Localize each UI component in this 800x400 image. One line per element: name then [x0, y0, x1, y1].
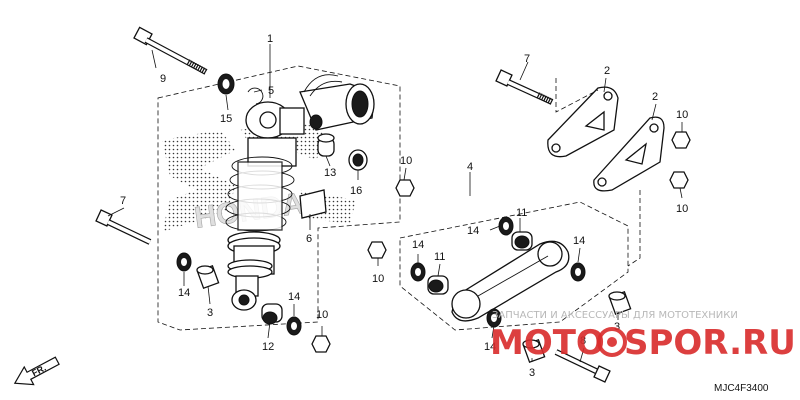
callout-11-upper: 11 [516, 207, 527, 219]
bolt-8 [554, 349, 611, 383]
drawing-code: MJC4F3400 [714, 383, 769, 394]
rear-shock-absorber-1 [225, 74, 375, 311]
watermark-brand-left: MOTO [490, 323, 605, 363]
callout-7-left: 7 [120, 195, 126, 207]
collar-3-link-right [608, 290, 632, 316]
arrow-icon [13, 356, 60, 386]
callout-10-link: 10 [372, 273, 384, 285]
plate-guide-line-1 [555, 78, 599, 113]
washer-14-link-left [410, 262, 426, 282]
watermark-tire-icon [597, 327, 627, 357]
site-watermark: ЗАПЧАСТИ И АКСЕССУАРЫ ДЛЯ МОТОТЕХНИКИ MO… [490, 310, 796, 363]
callout-5: 5 [268, 85, 274, 97]
bearing-11-upper [511, 231, 533, 251]
washer-14-link-top [498, 216, 514, 236]
callout-6: 6 [306, 233, 312, 245]
bearing-11-lower [427, 275, 449, 295]
linkage-assembly-outline [399, 201, 629, 331]
callout-1: 1 [267, 33, 273, 45]
callout-12: 12 [262, 341, 274, 353]
callout-14-link-left: 14 [412, 239, 424, 251]
watermark-brand-right: SPOR.RU [624, 323, 796, 363]
callout-3-bottom: 3 [529, 367, 535, 379]
nut-10-right-upper [671, 131, 691, 149]
caution-label-6 [299, 189, 327, 219]
nut-10-middle [395, 179, 415, 197]
callout-3-right: 3 [614, 321, 620, 333]
watermark-subtitle: ЗАПЧАСТИ И АКСЕССУАРЫ ДЛЯ МОТОТЕХНИКИ [492, 310, 738, 321]
callout-10-middle: 10 [400, 155, 412, 167]
callout-10-right-upper: 10 [676, 109, 688, 121]
collar-3-left [196, 264, 220, 290]
callout-9: 9 [160, 73, 166, 85]
callout-10-bottom: 10 [316, 309, 328, 321]
washer-14-shock-bottom [286, 316, 302, 336]
washer-14-link-right [570, 262, 586, 282]
callout-8: 8 [580, 335, 586, 347]
bushing-13 [317, 133, 335, 157]
plate-guide-line-2 [627, 190, 641, 267]
collar-3-bottom [522, 338, 546, 364]
circlip-5 [247, 87, 264, 105]
callout-4: 4 [467, 161, 473, 173]
callout-2-rear: 2 [652, 91, 658, 103]
bolt-9 [133, 26, 208, 75]
shock-arm-4 [451, 240, 570, 322]
callout-11-lower: 11 [434, 251, 445, 263]
callout-14-link-right: 14 [573, 235, 585, 247]
nut-10-right-lower [669, 171, 689, 189]
callout-numbers: 1 2 2 3 3 3 4 5 6 7 7 8 9 10 10 10 10 10… [120, 33, 688, 379]
shock-assembly-outline [157, 65, 401, 331]
washer-14-left [176, 252, 192, 272]
cushion-plate-2-rear [593, 116, 665, 192]
front-direction-arrow: FR. [13, 356, 60, 386]
callout-14-link-top: 14 [467, 225, 479, 237]
bolt-7-left [95, 209, 152, 245]
washer-14-link-bottom [486, 308, 502, 328]
callout-16: 16 [350, 185, 362, 197]
callout-7-right: 7 [524, 53, 530, 65]
callout-3-left: 3 [207, 307, 213, 319]
seal-16 [348, 149, 368, 171]
nut-10-link [367, 241, 387, 259]
nut-10-bottom [311, 335, 331, 353]
callout-14-shock: 14 [288, 291, 300, 303]
washer-15 [217, 73, 235, 95]
bolt-7-right [495, 69, 554, 105]
callout-13: 13 [324, 167, 336, 179]
callout-10-right-lower: 10 [676, 203, 688, 215]
callout-2-front: 2 [604, 65, 610, 77]
leader-lines [107, 44, 683, 363]
needle-bearing-12 [261, 303, 283, 325]
callout-14-left: 14 [178, 287, 190, 299]
callout-14-link-bottom: 14 [484, 341, 496, 353]
callout-15: 15 [220, 113, 232, 125]
